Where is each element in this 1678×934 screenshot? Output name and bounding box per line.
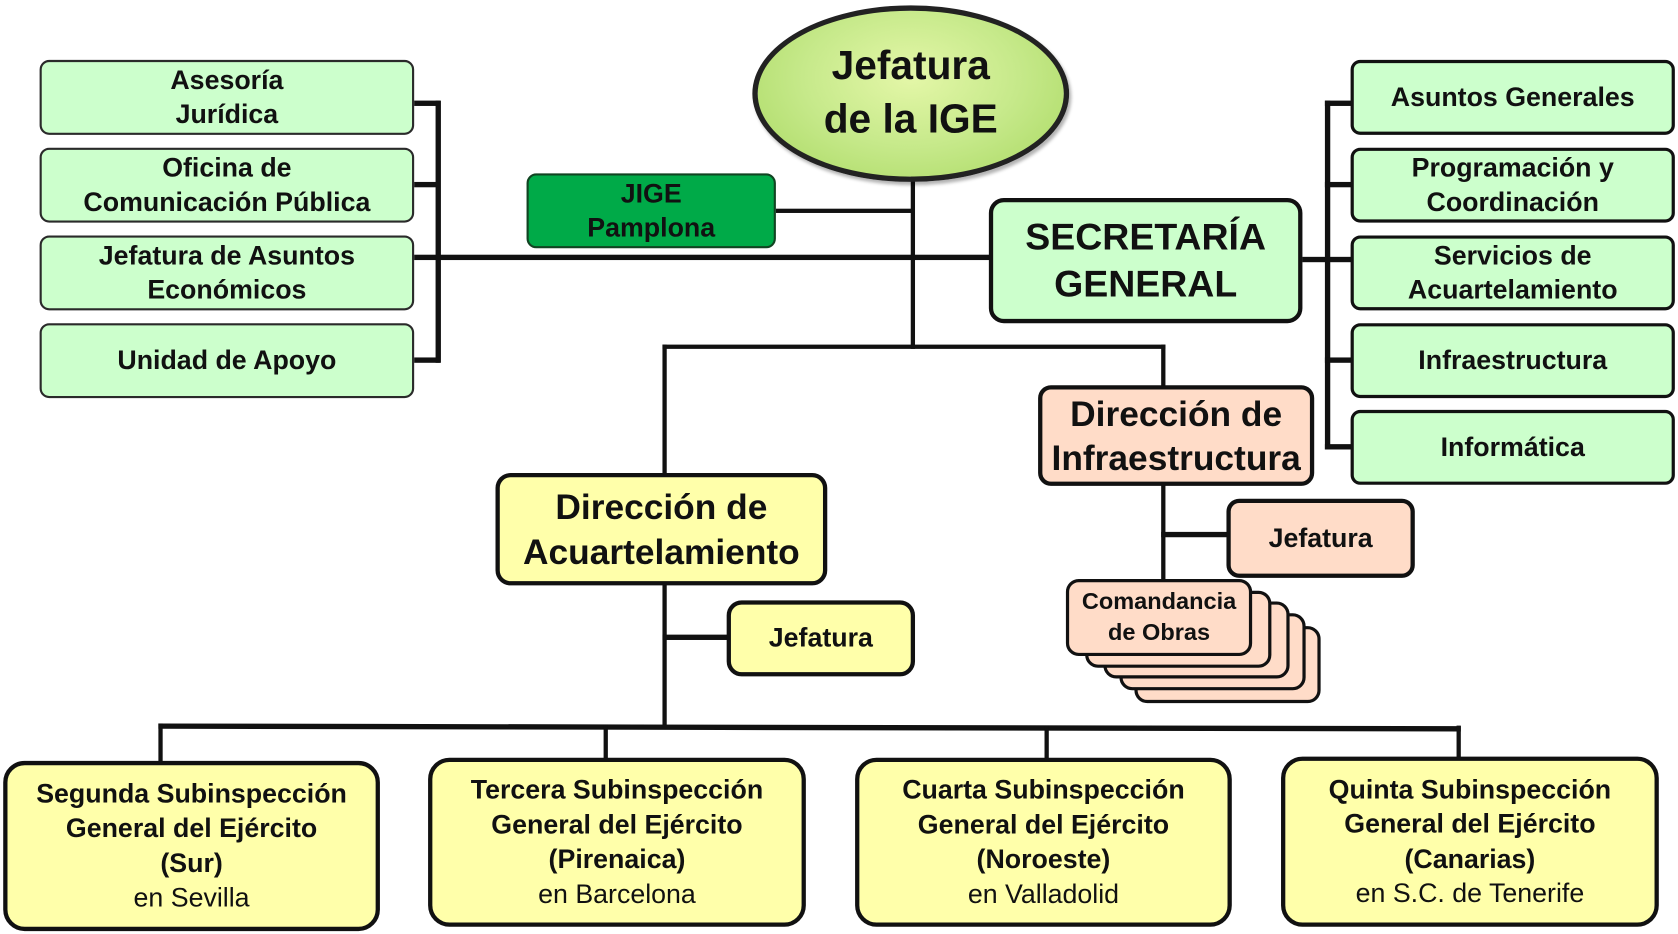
- label: Infraestructura: [1418, 345, 1608, 376]
- label: Jefatura: [768, 623, 873, 654]
- connector: [1161, 344, 1166, 388]
- left-unit-oficina: Oficina de Comunicación Pública: [39, 147, 415, 223]
- connector: [1324, 181, 1352, 188]
- label: Comunicación Pública: [83, 187, 371, 218]
- right-unit-informatica: Informática: [1350, 409, 1675, 485]
- connector: [775, 208, 913, 213]
- connector: [414, 357, 440, 363]
- jige-line1: JIGE: [620, 178, 682, 209]
- connector: [158, 723, 1461, 732]
- right-unit-servicios: Servicios de Acuartelamiento: [1350, 235, 1675, 311]
- right-unit-infraestructura: Infraestructura: [1350, 323, 1675, 399]
- comandancia-obras-node: Comandancia de Obras: [1065, 578, 1253, 657]
- connector: [1324, 100, 1331, 450]
- label: Económicos: [147, 275, 307, 306]
- label: Coordinación: [1426, 187, 1599, 218]
- label: Infraestructura: [1051, 437, 1301, 478]
- label: de Obras: [1107, 618, 1211, 646]
- connector: [414, 100, 440, 106]
- connector: [158, 723, 163, 762]
- label: (Noroeste): [976, 844, 1111, 875]
- secretaria-general-node: SECRETARÍA GENERAL: [988, 197, 1303, 324]
- jefatura-ige-node: Jefatura de la IGE: [752, 5, 1070, 182]
- direccion-acuartelamiento-node: Dirección de Acuartelamiento: [495, 473, 828, 586]
- connector: [1324, 444, 1352, 450]
- jefatura-acuart-node: Jefatura: [726, 600, 916, 677]
- connector: [414, 181, 440, 188]
- right-unit-asuntos-generales: Asuntos Generales: [1350, 59, 1675, 135]
- label: Acuartelamiento: [1407, 275, 1618, 306]
- direccion-infraestructura-node: Dirección de Infraestructura: [1038, 385, 1315, 486]
- label: Jefatura de Asuntos: [98, 240, 355, 271]
- label: Tercera Subinspección: [470, 774, 764, 805]
- label: Unidad de Apoyo: [117, 345, 337, 376]
- location: en Sevilla: [133, 882, 250, 913]
- label: Quinta Subinspección: [1328, 774, 1612, 805]
- connector: [1044, 725, 1049, 760]
- label: Acuartelamiento: [523, 531, 800, 571]
- label: Programación y: [1411, 152, 1614, 183]
- label: General del Ejército: [917, 809, 1170, 840]
- location: en S.C. de Tenerife: [1355, 878, 1585, 909]
- label: (Sur): [160, 848, 223, 879]
- connector: [662, 344, 667, 476]
- jige-line2: Pamplona: [587, 212, 716, 243]
- label: Asesoría: [170, 64, 284, 95]
- label: GENERAL: [1054, 262, 1238, 305]
- connector: [662, 634, 729, 640]
- root-line1: Jefatura: [831, 43, 990, 89]
- label: (Canarias): [1404, 843, 1536, 874]
- label: Informática: [1440, 432, 1585, 463]
- jefatura-infra-node: Jefatura: [1226, 498, 1415, 578]
- left-unit-apoyo: Unidad de Apoyo: [39, 323, 415, 399]
- location: en Valladolid: [967, 879, 1120, 910]
- label: Servicios de: [1433, 240, 1592, 271]
- connector: [1324, 100, 1352, 106]
- label: Oficina de: [162, 152, 292, 183]
- label: Cuarta Subinspección: [902, 774, 1185, 805]
- connector: [910, 176, 916, 349]
- root-line2: de la IGE: [823, 96, 998, 142]
- connector: [603, 724, 608, 760]
- connector: [1324, 357, 1352, 363]
- connector: [662, 344, 1166, 349]
- jige-pamplona-node: JIGE Pamplona: [526, 173, 776, 249]
- label: General del Ejército: [1344, 809, 1596, 840]
- label: General del Ejército: [65, 813, 318, 844]
- connector: [1161, 483, 1166, 581]
- label: Asuntos Generales: [1390, 82, 1635, 113]
- label: Dirección de: [1070, 393, 1283, 434]
- label: Dirección de: [555, 486, 768, 527]
- label: SECRETARÍA: [1025, 215, 1266, 258]
- label: Segunda Subinspección: [36, 778, 347, 809]
- label: Jefatura: [1268, 523, 1373, 554]
- right-unit-programacion: Programación y Coordinación: [1350, 147, 1675, 223]
- connector: [435, 100, 441, 363]
- connector: [1456, 725, 1461, 759]
- connector: [662, 583, 667, 728]
- connector: [1161, 531, 1228, 538]
- label: General del Ejército: [491, 809, 743, 840]
- label: Comandancia: [1081, 587, 1237, 615]
- connector: [414, 254, 990, 261]
- label: Jurídica: [175, 99, 279, 130]
- label: (Pirenaica): [548, 844, 686, 875]
- location: en Barcelona: [538, 879, 696, 910]
